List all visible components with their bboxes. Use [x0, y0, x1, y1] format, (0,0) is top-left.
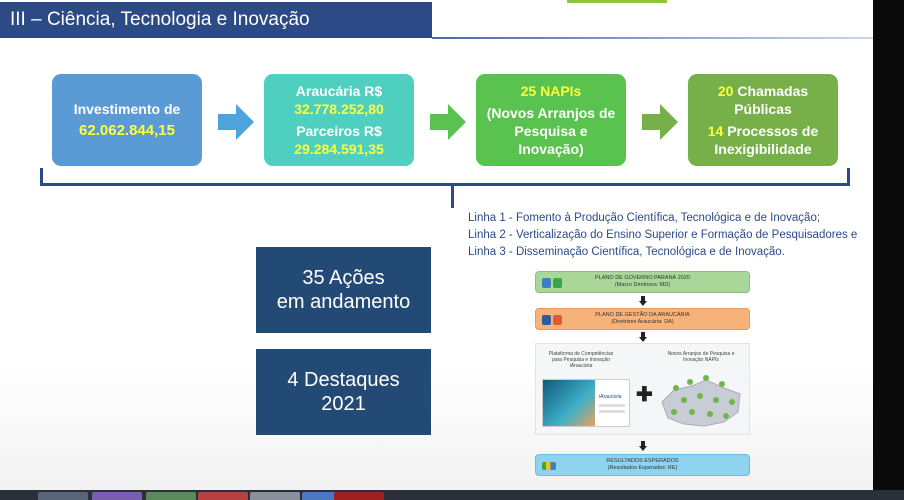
highlights-year: 2021	[321, 393, 366, 415]
research-lines: Linha 1 - Fomento à Produção Científica,…	[468, 210, 857, 261]
platform-input	[599, 404, 625, 407]
window-edge	[873, 0, 904, 490]
line-item: Linha 3 - Disseminação Científica, Tecno…	[468, 246, 785, 258]
book-icon	[542, 278, 551, 288]
taskbar-app-icon[interactable]	[302, 492, 352, 500]
investment-label: Investimento de	[73, 101, 181, 117]
investment-value: 62.062.844,15	[79, 122, 175, 139]
step-subtitle: (Diretrizes Araucária: DA)	[611, 319, 674, 325]
taskbar-app-icon[interactable]	[38, 492, 88, 500]
actions-count: 35 Ações	[302, 267, 385, 289]
arrow-right-icon	[642, 104, 678, 140]
arrow-down-icon	[639, 332, 647, 342]
step-title: PLANO DE GOVERNO PARANÁ 2020	[595, 275, 690, 281]
top-accent-bar	[567, 0, 667, 3]
taskbar-app-icon[interactable]	[146, 492, 196, 500]
napis-label: Novos Arranjos de Pesquisa e Inovação NA…	[667, 351, 735, 363]
napis-count: 25 NAPIs	[520, 83, 582, 99]
napis-description: (Novos Arranjos de Pesquisa e Inovação)	[486, 105, 616, 157]
arrow-right-icon	[218, 104, 254, 140]
title-underline	[432, 37, 873, 39]
step-subtitle: (Resultados Esperados: RE)	[607, 465, 678, 471]
step-subtitle: (Macro Diretrizes: MD)	[614, 282, 671, 288]
line-item: Linha 1 - Fomento à Produção Científica,…	[468, 212, 821, 224]
processos-count: 14	[707, 123, 724, 139]
arrow-right-icon	[430, 104, 466, 140]
platform-screenshot: iAraucária	[542, 379, 630, 427]
actions-stat-box: 35 Ações em andamento	[256, 247, 431, 333]
taskbar	[0, 490, 904, 500]
araucaria-value: 32.778.252,80	[294, 101, 384, 117]
book-icon	[542, 315, 551, 325]
platform-label: Plataforma de Competências para Pesquisa…	[548, 351, 614, 369]
plus-icon: ✚	[636, 384, 653, 406]
book-icon	[553, 278, 562, 288]
planning-flow-diagram: PLANO DE GOVERNO PARANÁ 2020 (Macro Dire…	[532, 265, 752, 480]
arrow-down-icon	[639, 296, 647, 306]
funding-box: Araucária R$ 32.778.252,80 Parceiros R$ …	[264, 74, 414, 166]
parana-map-icon	[661, 375, 741, 427]
chamadas-count: 20	[717, 83, 734, 99]
actions-status: em andamento	[276, 291, 411, 313]
plan-governo-step: PLANO DE GOVERNO PARANÁ 2020 (Macro Dire…	[535, 271, 750, 293]
napis-box: 25 NAPIs (Novos Arranjos de Pesquisa e I…	[476, 74, 626, 166]
platform-napis-panel: Plataforma de Competências para Pesquisa…	[535, 343, 750, 435]
presentation-slide: III – Ciência, Tecnologia e Inovação Inv…	[0, 0, 873, 490]
bracket-stem	[451, 186, 454, 208]
grouping-bracket	[40, 168, 850, 186]
slide-title: III – Ciência, Tecnologia e Inovação	[0, 2, 432, 38]
investment-box: Investimento de 62.062.844,15	[52, 74, 202, 166]
plan-gestao-step: PLANO DE GESTÃO DA ARAUCÁRIA (Diretrizes…	[535, 308, 750, 330]
platform-brand: iAraucária	[599, 394, 622, 400]
book-icon	[553, 315, 562, 325]
calls-box: 20 Chamadas Públicas 14 Processos de Ine…	[688, 74, 838, 166]
arrow-down-icon	[639, 441, 647, 451]
highlights-count: 4 Destaques	[287, 369, 400, 391]
step-title: PLANO DE GESTÃO DA ARAUCÁRIA	[595, 312, 690, 318]
highlights-stat-box: 4 Destaques 2021	[256, 349, 431, 435]
bar-chart-icon	[542, 462, 556, 470]
taskbar-app-icon[interactable]	[198, 492, 248, 500]
results-step: RESULTADOS ESPERADOS (Resultados Esperad…	[535, 454, 750, 476]
araucaria-label: Araucária R$	[295, 83, 383, 99]
parceiros-value: 29.284.591,35	[294, 141, 384, 157]
line-item: Linha 2 - Verticalização do Ensino Super…	[468, 229, 858, 241]
taskbar-app-icon[interactable]	[250, 492, 300, 500]
platform-input	[599, 410, 625, 413]
processos-label: Processos de Inexigibilidade	[714, 123, 819, 157]
step-title: RESULTADOS ESPERADOS	[606, 458, 679, 464]
parceiros-label: Parceiros R$	[296, 123, 382, 139]
platform-image	[543, 380, 595, 426]
taskbar-app-icon[interactable]	[334, 492, 384, 500]
chamadas-label: Chamadas Públicas	[734, 83, 809, 117]
taskbar-app-icon[interactable]	[92, 492, 142, 500]
